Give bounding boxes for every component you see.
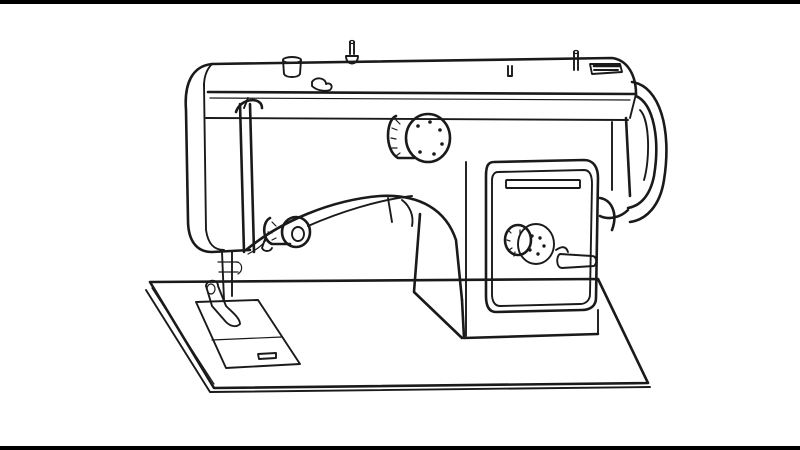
top-guide-small xyxy=(507,65,513,77)
stitch-panel xyxy=(484,158,600,314)
take-up-lever xyxy=(234,97,264,254)
pillar xyxy=(598,116,632,232)
spool-pin-right xyxy=(572,49,580,71)
spool-pin-center xyxy=(345,39,359,65)
thread-guide-hook xyxy=(311,77,333,92)
stitch-dial xyxy=(503,223,555,265)
thread-line xyxy=(247,195,413,255)
stitch-lever xyxy=(555,246,598,269)
base-plate xyxy=(145,277,651,393)
lower-arm xyxy=(244,194,464,302)
handwheel xyxy=(598,80,668,224)
tension-knob xyxy=(261,215,312,252)
machine-head xyxy=(184,62,252,254)
stitch-indicator-slot xyxy=(505,179,581,189)
letterbox-top-bar xyxy=(0,0,800,4)
column-body xyxy=(412,161,600,340)
presser-foot xyxy=(205,279,241,328)
needle-plate xyxy=(195,299,301,369)
stitch-length-dial xyxy=(386,112,452,164)
spool-pin-left xyxy=(282,56,302,78)
letterbox-bottom-bar xyxy=(0,446,800,450)
upper-arm xyxy=(205,56,638,121)
needle-bar xyxy=(217,251,243,301)
bobbin-winder xyxy=(589,63,623,75)
